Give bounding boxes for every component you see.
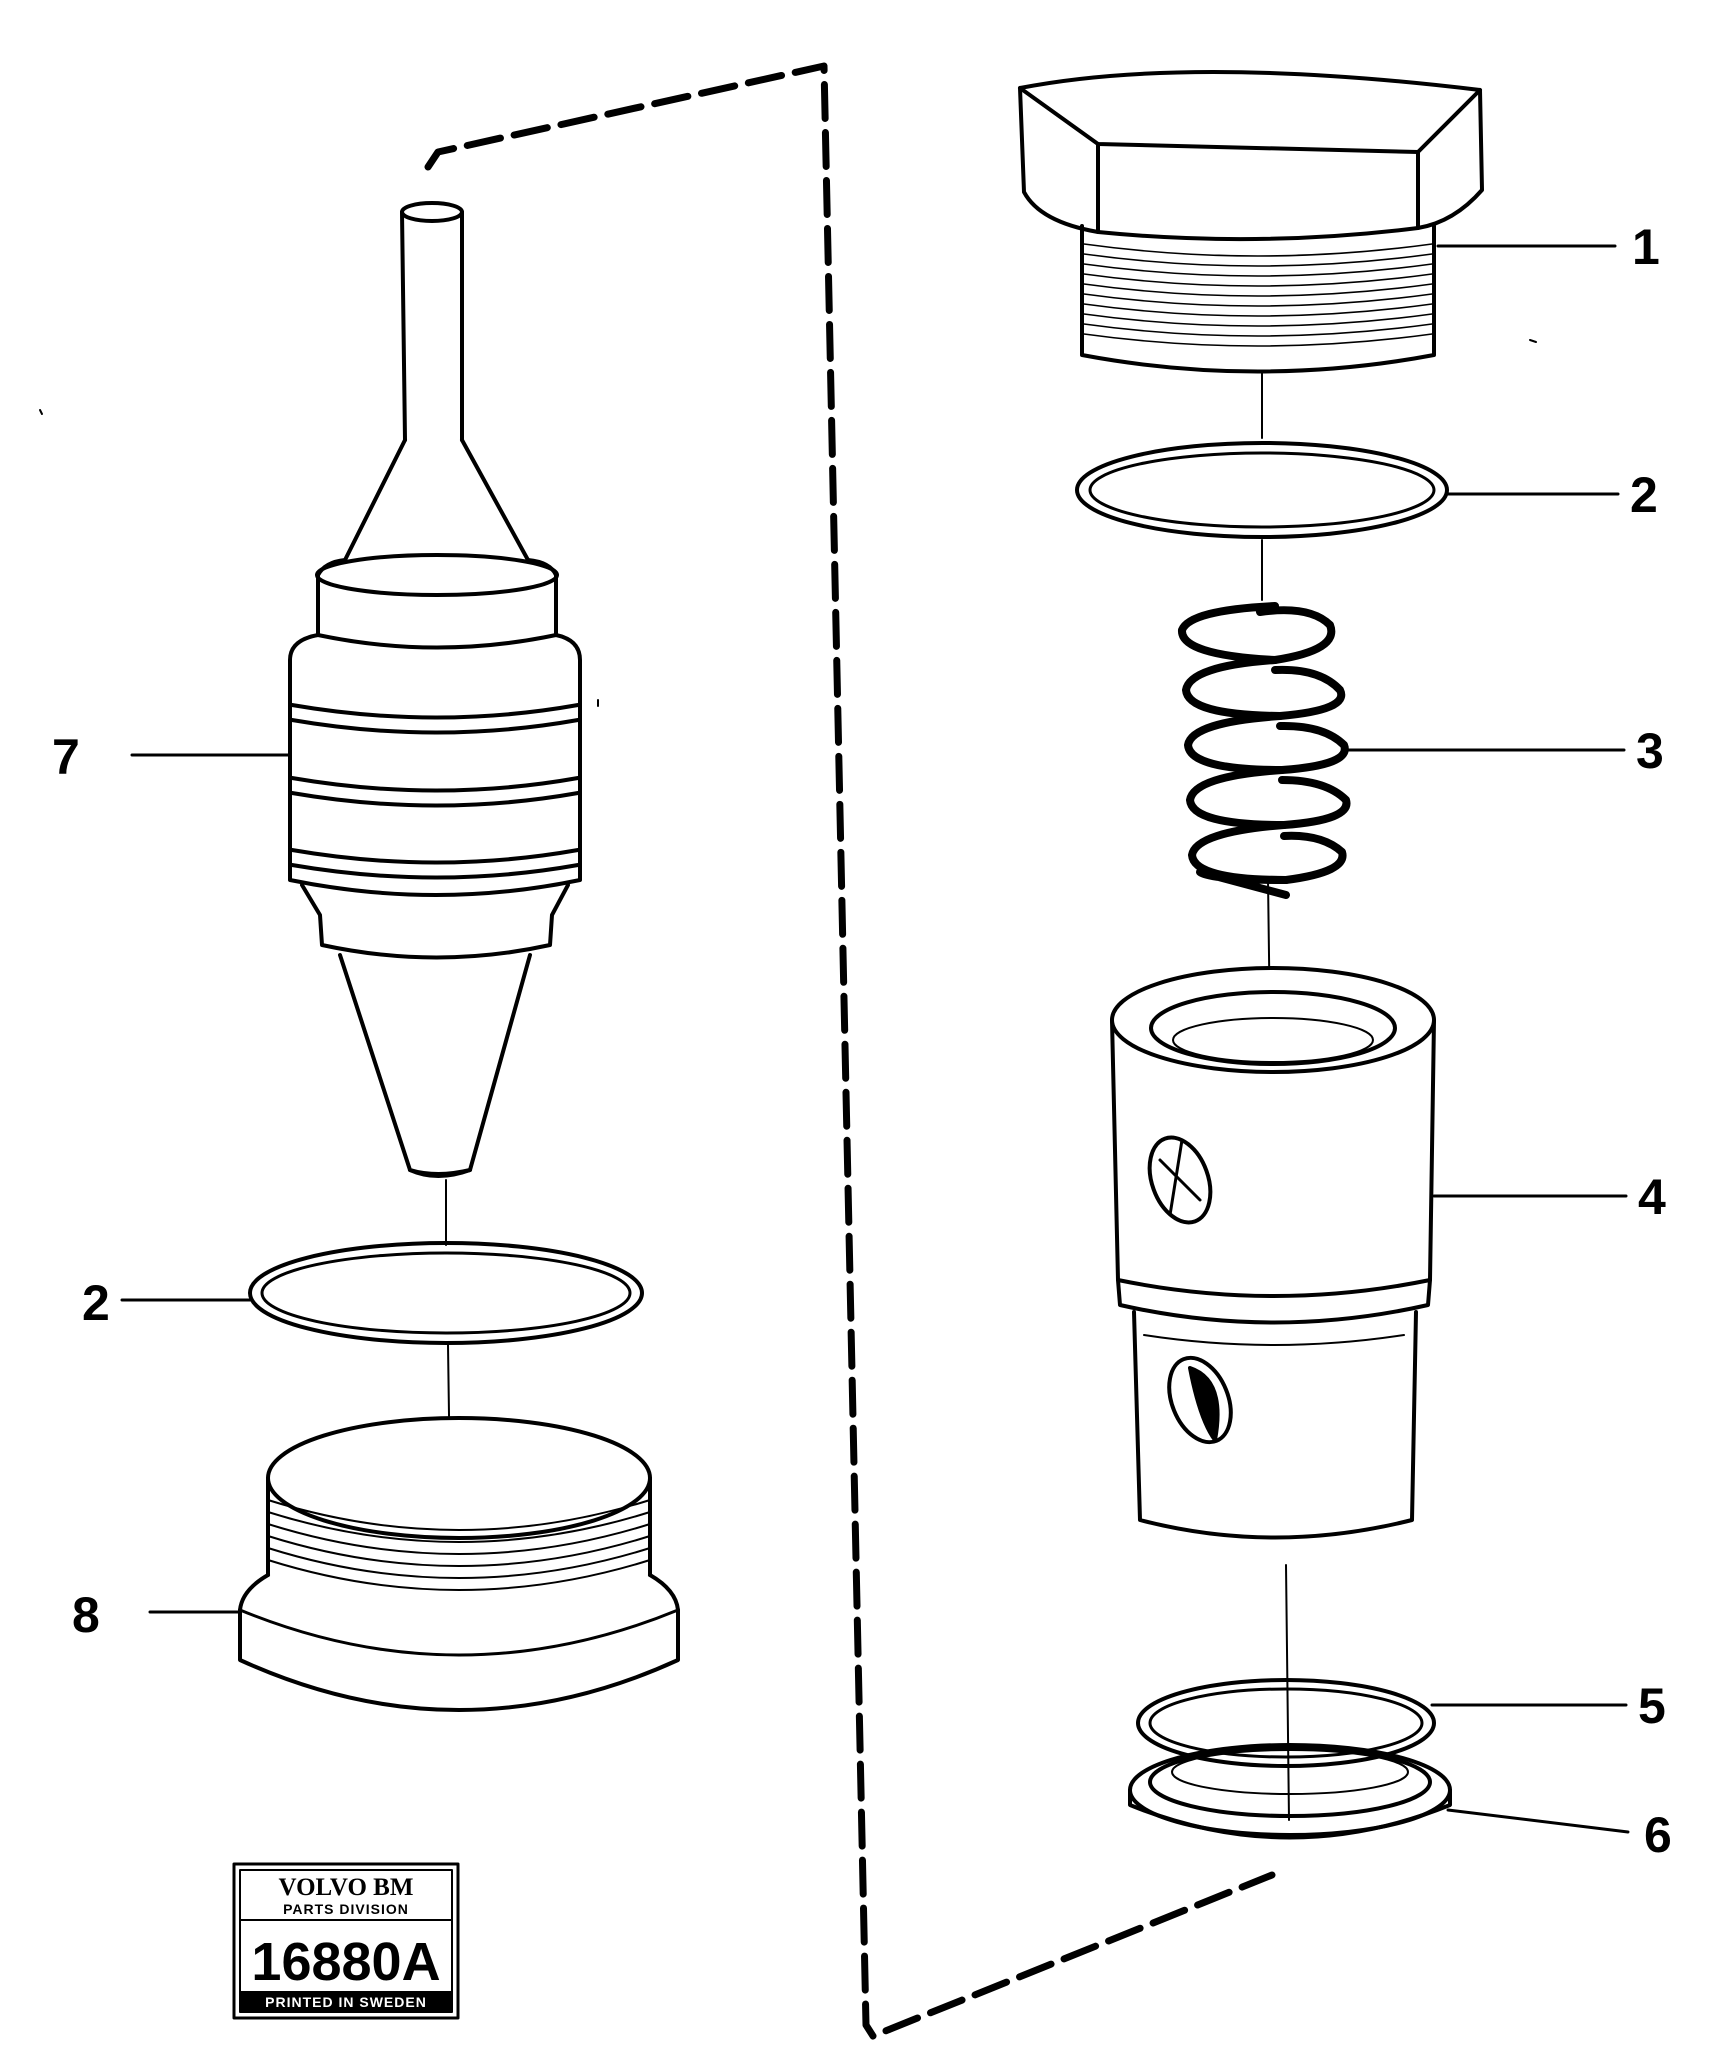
callout-7: 7 bbox=[52, 729, 80, 785]
threaded-plug bbox=[238, 1416, 680, 1712]
badge-division: PARTS DIVISION bbox=[283, 1901, 409, 1917]
badge-brand: VOLVO BM bbox=[279, 1874, 414, 1901]
callout-8: 8 bbox=[72, 1587, 100, 1643]
scan-specks bbox=[39, 339, 1537, 707]
washer bbox=[1128, 1743, 1452, 1840]
thread-lines bbox=[1083, 243, 1433, 347]
valve-piston bbox=[288, 201, 582, 1178]
assembly-dashed-line bbox=[424, 62, 1276, 2040]
leader-lines bbox=[120, 244, 1630, 1834]
o-ring-upper bbox=[1075, 441, 1449, 539]
plug-thread-lines bbox=[267, 1499, 651, 1591]
callout-6: 6 bbox=[1644, 1807, 1672, 1863]
callout-4: 4 bbox=[1638, 1169, 1666, 1225]
callout-5: 5 bbox=[1638, 1678, 1666, 1734]
callout-2-left: 2 bbox=[82, 1275, 110, 1331]
badge-footer: PRINTED IN SWEDEN bbox=[265, 1994, 427, 2010]
callout-2-upper: 2 bbox=[1630, 467, 1658, 523]
o-ring-left bbox=[248, 1241, 644, 1345]
parts-division-badge: VOLVO BM PARTS DIVISION 16880A PRINTED I… bbox=[232, 1862, 460, 2020]
spring bbox=[1178, 602, 1351, 899]
callout-labels: 1 2 3 4 5 6 7 2 8 bbox=[52, 219, 1672, 1863]
o-ring-lower bbox=[1136, 1678, 1436, 1768]
badge-code: 16880A bbox=[251, 1932, 440, 1992]
callout-3: 3 bbox=[1636, 723, 1664, 779]
hex-plug bbox=[1018, 70, 1484, 374]
valve-body bbox=[1110, 966, 1436, 1540]
callout-1: 1 bbox=[1632, 219, 1660, 275]
